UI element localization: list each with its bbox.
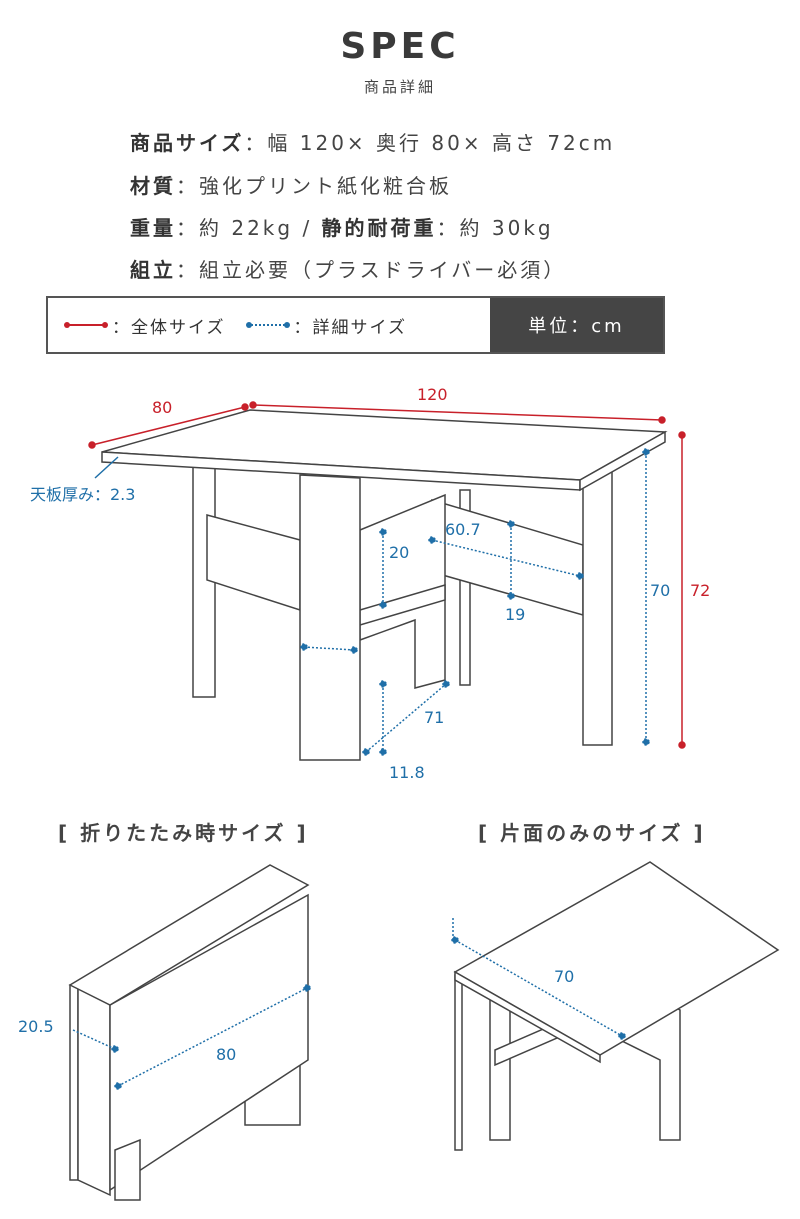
dim-pillar-depth: 71: [424, 708, 445, 727]
dim-leg-height: 70: [650, 581, 671, 600]
page-title: SPEC: [340, 26, 460, 67]
dim-inner-height: 20: [389, 543, 410, 562]
dimension-legend: ：全体サイズ ：詳細サイズ 単位：cm: [46, 296, 665, 354]
dim-pillar-width: 11.8: [389, 763, 425, 782]
dim-depth: 80: [152, 398, 173, 417]
spec-size: 商品サイズ：幅 120× 奥行 80× 高さ 72cm: [130, 131, 616, 155]
spec-assembly: 組立：組立必要（プラスドライバー必須）: [130, 258, 567, 282]
legend-overall: ：全体サイズ: [112, 317, 226, 338]
dim-total-height: 72: [690, 581, 711, 600]
single-side-table-drawing: [453, 861, 780, 1151]
page-subtitle: 商品詳細: [363, 78, 436, 96]
dim-width: 120: [417, 385, 448, 404]
unit-badge: 単位：cm: [490, 298, 663, 352]
detail-line-icon: [245, 322, 290, 328]
folded-section-title: [ 折りたたみ時サイズ ]: [58, 821, 309, 845]
dim-inner-depth: 19: [505, 605, 526, 624]
spec-material: 材質：強化プリント紙化粧合板: [130, 174, 452, 198]
dim-top-thickness: 天板厚み：2.3: [30, 485, 136, 504]
dim-folded-width: 20.5: [18, 1017, 54, 1036]
dim-folded-depth: 80: [216, 1045, 237, 1064]
overall-line-icon: [64, 322, 108, 328]
dim-inner-width: 60.7: [445, 520, 481, 539]
legend-detail: ：詳細サイズ: [293, 317, 407, 338]
folded-table-drawing: [68, 864, 310, 1201]
dim-single-depth: 70: [554, 967, 575, 986]
spec-weight: 重量：約 22kg / 静的耐荷重：約 30kg: [130, 216, 554, 240]
main-table-drawing: [101, 409, 668, 761]
single-section-title: [ 片面のみのサイズ ]: [478, 821, 706, 845]
